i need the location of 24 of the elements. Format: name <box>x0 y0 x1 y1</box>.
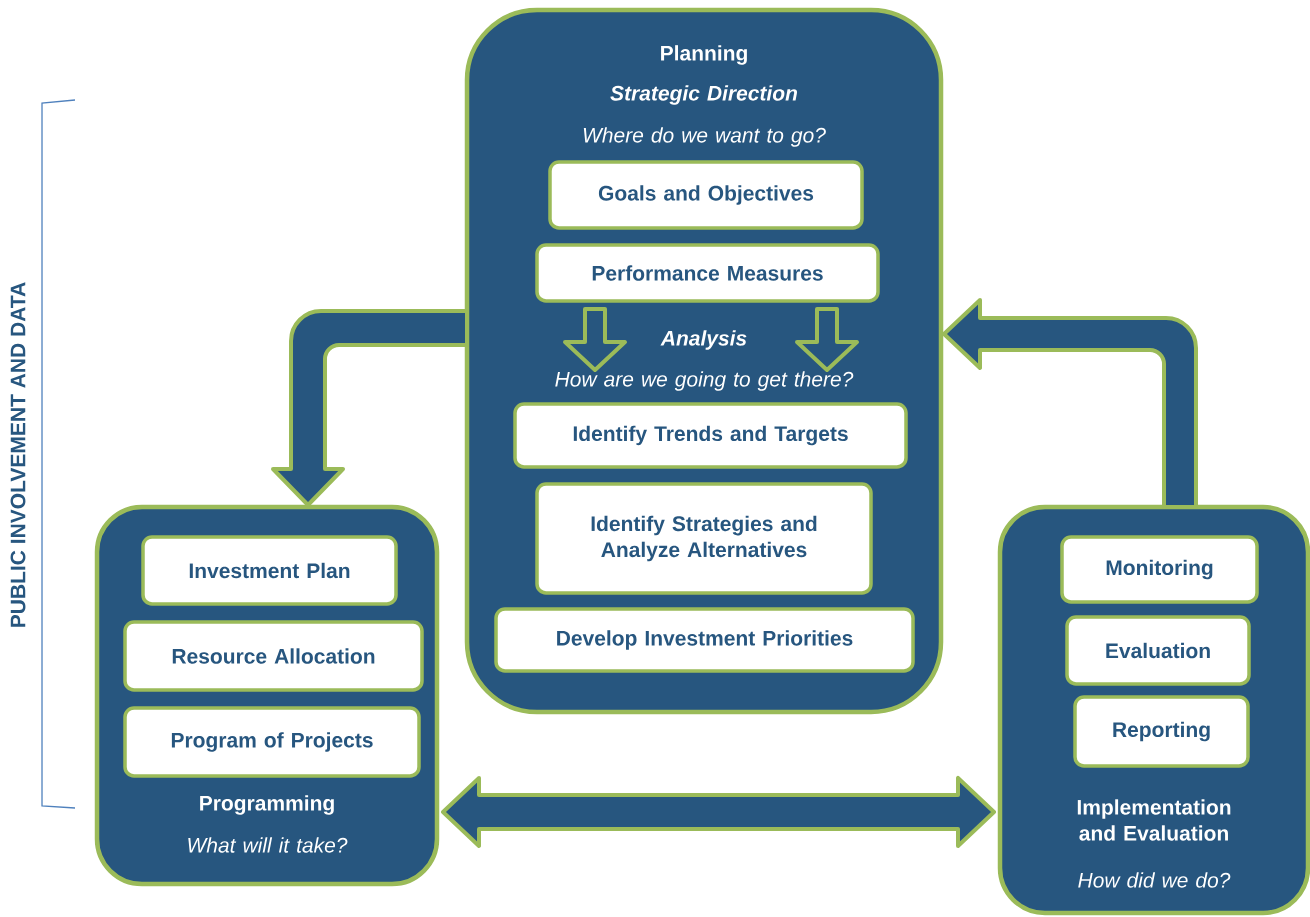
process-box: Performance Measures <box>535 243 880 303</box>
process-box: Program of Projects <box>123 706 421 778</box>
stage-heading: Programming <box>200 795 334 815</box>
double-arrow <box>441 776 996 848</box>
process-box: Develop Investment Priorities <box>494 607 915 673</box>
process-box: Identify Strategies and Analyze Alternatives <box>535 482 873 595</box>
stage-heading: Planning <box>661 45 747 65</box>
hollow-arrow <box>563 307 627 372</box>
process-box: Evaluation <box>1065 615 1251 686</box>
stage-question: Where do we want to go? <box>583 127 826 147</box>
stage-question: How did we do? <box>1078 872 1231 888</box>
stage-question: What will it take? <box>188 837 348 853</box>
process-box: Goals and Objectives <box>548 160 864 230</box>
process-box: Identify Trends and Targets <box>513 402 908 469</box>
side-label: PUBLIC INVOLVEMENT AND DATA <box>10 282 26 627</box>
process-box: Investment Plan <box>141 535 398 606</box>
stage-heading: Strategic Direction <box>610 85 798 105</box>
stage-heading: Implementation and Evaluation <box>1077 799 1231 841</box>
process-box: Resource Allocation <box>123 620 424 692</box>
hollow-arrow <box>795 307 859 372</box>
process-box: Monitoring <box>1060 535 1259 604</box>
stage-heading: Analysis <box>660 330 747 350</box>
stage-question: How are we going to get there? <box>555 371 854 391</box>
process-box: Reporting <box>1073 695 1250 768</box>
